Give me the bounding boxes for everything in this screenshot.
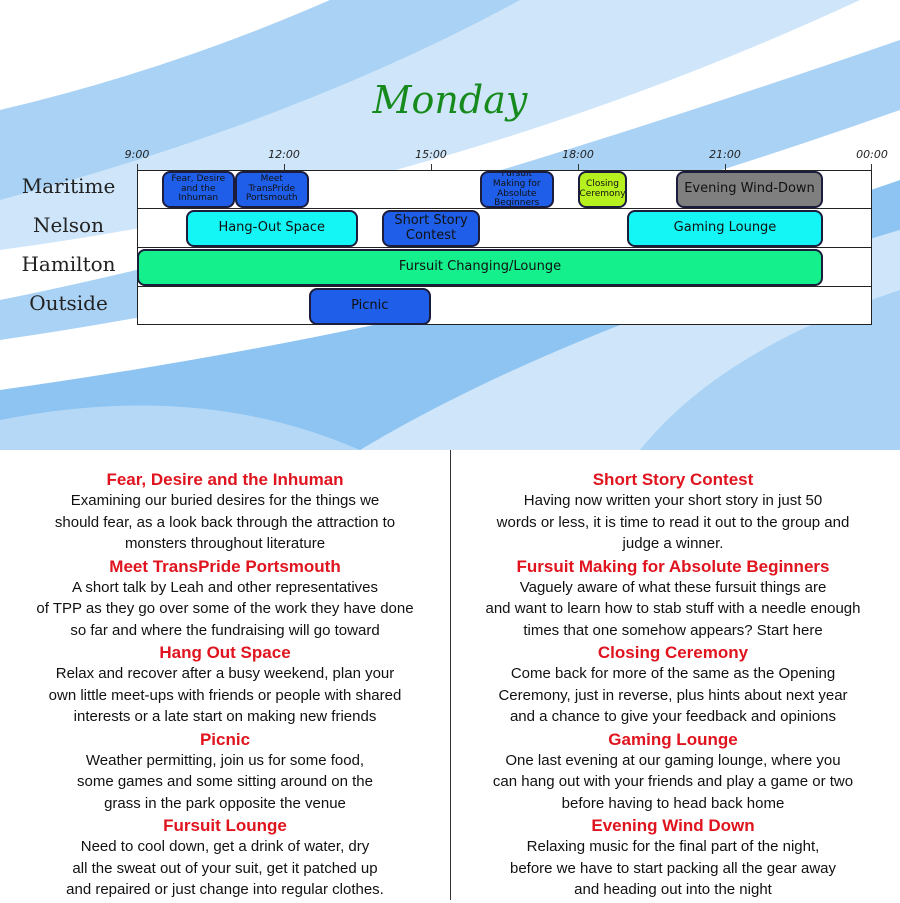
desc-line: Weather permitting, join us for some foo… [85,751,365,769]
time-tick-label: 18:00 [562,148,594,161]
desc-line: before having to head back home [561,794,785,812]
desc-heading: Closing Ceremony [597,643,749,662]
time-tick-mark [578,164,579,172]
desc-body: Weather permitting, join us for some foo… [15,750,435,815]
desc-fursuit-making: Fursuit Making for Absolute Beginners Va… [463,557,883,642]
desc-heading: Hang Out Space [159,643,291,662]
event-closing: Closing Ceremony [578,171,627,208]
desc-line: Ceremony, just in reverse, plus hints ab… [498,686,848,704]
desc-line: of TPP as they go over some of the work … [36,600,414,617]
time-tick-label: 21:00 [709,148,741,161]
time-tick-mark [431,164,432,172]
descriptions-left: Fear, Desire and the Inhuman Examining o… [15,470,435,903]
row-label-outside: Outside [29,291,108,315]
desc-line: Relax and recover after a busy weekend, … [55,665,395,682]
desc-line: Relaxing music for the final part of the… [526,838,820,855]
desc-line: Vaguely aware of what these fursuit thin… [519,578,827,596]
desc-picnic: Picnic Weather permitting, join us for s… [15,730,435,815]
header-banner: Monday 9:00 12:00 15:00 18:00 21:00 00:0… [0,0,900,450]
desc-story: Short Story Contest Having now written y… [463,470,883,555]
column-divider [450,450,451,900]
event-fear: Fear, Desire and the Inhuman [161,171,235,208]
desc-line: own little meet-ups with friends or peop… [48,686,402,704]
desc-line: so far and where the fundraising will go… [70,621,380,639]
desc-line: A short talk by Leah and other represent… [71,578,379,596]
desc-line: Need to cool down, get a drink of water,… [80,838,370,855]
row-label-hamilton: Hamilton [21,252,116,276]
desc-heading: Meet TransPride Portsmouth [109,556,341,576]
desc-hangout: Hang Out Space Relax and recover after a… [15,643,435,728]
desc-line: monsters throughout literature [124,535,326,552]
desc-line: before we have to start packing all the … [509,859,837,877]
event-fursuit-making: Fursuit Making for Absolute Beginners [480,171,554,208]
desc-body: Examining our buried desires for the thi… [15,490,435,555]
desc-line: grass in the park opposite the venue [104,794,346,812]
event-fursuit-lounge: Fursuit Changing/Lounge [137,249,823,286]
row-divider [137,286,872,287]
desc-closing: Closing Ceremony Come back for more of t… [463,643,883,728]
desc-heading: Evening Wind Down [591,816,755,835]
event-picnic: Picnic [308,288,431,325]
time-tick-mark [137,164,138,172]
desc-line: times that one somehow appears? Start he… [523,621,823,639]
desc-body: Need to cool down, get a drink of water,… [15,836,435,901]
desc-heading: Fear, Desire and the Inhuman [106,470,344,489]
desc-fear: Fear, Desire and the Inhuman Examining o… [15,470,435,555]
desc-body: Having now written your short story in j… [463,490,883,555]
desc-heading: Fursuit Making for Absolute Beginners [516,556,830,576]
desc-tpp: Meet TransPride Portsmouth A short talk … [15,557,435,642]
desc-line: judge a winner. [622,535,724,552]
desc-line: Examining our buried desires for the thi… [70,492,380,509]
desc-heading: Short Story Contest [592,470,754,489]
desc-gaming: Gaming Lounge One last evening at our ga… [463,730,883,815]
desc-heading: Picnic [199,729,251,749]
descriptions-right: Short Story Contest Having now written y… [463,470,883,903]
time-tick-label: 00:00 [856,148,888,161]
time-tick-label: 12:00 [268,148,300,161]
desc-heading: Fursuit Lounge [163,816,287,835]
desc-body: Vaguely aware of what these fursuit thin… [463,577,883,642]
desc-line: some games and some sitting around on th… [76,773,373,790]
time-tick-label: 9:00 [124,148,150,161]
desc-body: A short talk by Leah and other represent… [15,577,435,642]
desc-line: all the sweat out of your suit, get it p… [72,859,378,877]
event-wind-down: Evening Wind-Down [676,171,823,208]
desc-line: and want to learn how to stab stuff with… [485,600,861,617]
desc-line: One last evening at our gaming lounge, w… [505,751,841,769]
event-hangout: Hang-Out Space [186,210,358,247]
desc-line: interests or a late start on making new … [73,708,377,725]
time-tick-label: 15:00 [415,148,447,161]
time-tick-mark [725,164,726,172]
time-tick-mark [284,164,285,172]
desc-body: Relax and recover after a busy weekend, … [15,663,435,728]
event-gaming: Gaming Lounge [627,210,823,247]
desc-line: should fear, as a look back through the … [54,513,396,531]
event-tpp: Meet TransPride Portsmouth [235,171,309,208]
desc-line: and heading out into the night [574,881,772,898]
desc-wind-down: Evening Wind Down Relaxing music for the… [463,816,883,901]
desc-body: One last evening at our gaming lounge, w… [463,750,883,815]
desc-body: Relaxing music for the final part of the… [463,836,883,901]
page-title: Monday [372,78,528,122]
desc-line: Come back for more of the same as the Op… [510,665,836,682]
row-divider [137,208,872,209]
row-label-maritime: Maritime [21,174,116,198]
row-label-nelson: Nelson [33,213,104,237]
desc-heading: Gaming Lounge [608,729,738,749]
desc-line: and a chance to give your feedback and o… [509,708,837,725]
desc-line: can hang out with your friends and play … [492,773,854,790]
desc-fursuit-lounge: Fursuit Lounge Need to cool down, get a … [15,816,435,901]
event-story: Short Story Contest [382,210,480,247]
row-divider [137,247,872,248]
desc-body: Come back for more of the same as the Op… [463,663,883,728]
desc-line: and repaired or just change into regular… [66,881,384,898]
desc-line: Having now written your short story in j… [523,492,823,509]
desc-line: words or less, it is time to read it out… [496,513,850,531]
time-tick-mark [871,164,872,172]
